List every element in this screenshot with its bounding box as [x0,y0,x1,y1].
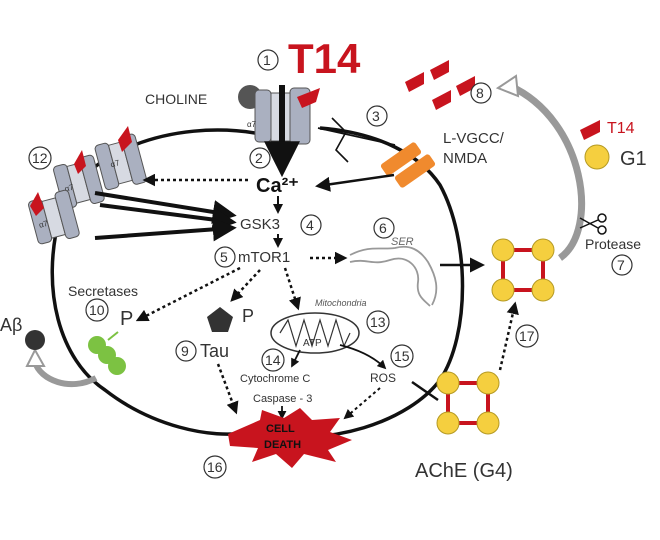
ros-to-death-arrow [343,387,381,420]
number-badge-8: 8 [470,82,492,104]
cluster-to-gsk3-arrow-3 [94,217,237,242]
cluster-to-gsk3-arrow-1 [94,191,237,224]
number-badge-6: 6 [373,217,395,239]
svg-text:1: 1 [263,52,271,68]
tau-phosphate-pentagon [207,307,233,332]
svg-text:α7: α7 [64,182,76,193]
svg-text:16: 16 [207,459,223,475]
tau-p-label: P [242,306,254,326]
svg-text:α7: α7 [247,120,257,129]
ser-organelle [349,245,438,307]
number-badge-4: 4 [300,214,322,236]
ros-label: ROS [370,371,396,385]
secretases-p-label: P [120,308,133,330]
number-badge-7: 7 [611,254,633,276]
ache-to-g4-dotted-arrow [498,301,519,371]
mtor1-label: mTOR1 [238,249,290,266]
svg-text:α7: α7 [109,158,121,169]
protease-label: Protease [585,236,641,252]
mitochondria-label: Mitochondria [315,298,367,308]
number-badge-5: 5 [214,246,236,268]
mtor1-to-secretases-arrow [135,266,241,322]
mito-to-ros-arrow [339,344,387,370]
t14-legend-icon [580,120,600,140]
abeta-label: Aβ [0,315,22,335]
title: T14 [288,35,361,82]
mito-to-cytochrome-arrow [291,349,301,368]
ser-label: SER [391,236,414,248]
number-badge-13: 13 [366,310,390,334]
app-green-cluster [88,336,126,375]
svg-text:10: 10 [89,302,105,318]
cell-death-label-1: CELL [266,423,295,435]
number-badge-3: 3 [366,105,388,127]
ache-g4-complex [436,371,500,435]
inhibit-bar [331,117,349,163]
t14-legend-label: T14 [607,120,635,137]
g4-complex-top [491,238,555,302]
cytochrome-label: Cytochrome C [240,373,310,385]
svg-text:5: 5 [220,249,228,265]
g1-legend-icon [584,144,610,170]
number-badge-2: 2 [249,147,271,169]
nmda-label: NMDA [443,150,487,167]
p-to-green-line [107,331,119,341]
protease-to-fragments-arrow [508,82,586,261]
number-badge-12: 12 [28,146,52,170]
scissors-icon [579,213,607,235]
inhibit-line [317,127,396,146]
svg-text:12: 12 [32,150,48,166]
svg-text:8: 8 [476,85,484,101]
svg-text:15: 15 [394,348,410,364]
caspase-label: Caspase - 3 [253,393,312,405]
svg-text:α7: α7 [38,219,50,230]
number-badge-14: 14 [261,348,285,372]
mtor1-to-tau-arrow [230,269,261,302]
lvgcc-nmda-channel [380,142,436,188]
number-badge-1: 1 [257,49,279,71]
cell-death-burst [228,408,352,468]
channel-to-calcium-arrow [315,173,395,192]
gsk3-label: GSK3 [240,216,280,233]
protease-arrowhead [495,74,520,98]
ache-label: AChE (G4) [415,460,513,482]
tau-label: Tau [200,341,229,361]
g1-legend-label: G1 [620,148,647,170]
t14-fragments [405,60,475,110]
svg-text:7: 7 [617,257,625,273]
secretases-label: Secretases [68,283,138,299]
svg-text:3: 3 [372,108,380,124]
ache-to-membrane-line [411,380,439,402]
svg-text:14: 14 [265,352,281,368]
calcium-label: Ca²⁺ [256,175,299,197]
number-badge-17: 17 [515,324,539,348]
number-badge-16: 16 [203,455,227,479]
svg-text:13: 13 [370,314,386,330]
number-badge-9: 9 [175,340,197,362]
alpha7-receptor-cluster: α7 α7 α7 [28,126,147,245]
number-badge-15: 15 [390,344,414,368]
svg-text:9: 9 [181,343,189,359]
tau-to-death-arrow [216,363,239,415]
choline-label: CHOLINE [145,91,207,107]
svg-text:4: 4 [306,217,314,233]
cluster-to-gsk3-arrow-2 [99,203,237,232]
green-to-abeta-arrowhead [25,347,46,367]
svg-text:17: 17 [519,328,535,344]
number-badge-10: 10 [85,298,109,322]
lvgcc-label: L-VGCC/ [443,130,505,147]
abeta-ball [25,330,45,350]
cell-death-label-2: DEATH [264,439,301,451]
mitochondria-cristae [279,317,351,349]
svg-text:2: 2 [255,150,263,166]
mtor1-to-mito-arrow [283,267,301,311]
atp-label: ATP [303,338,322,349]
svg-text:6: 6 [379,220,387,236]
